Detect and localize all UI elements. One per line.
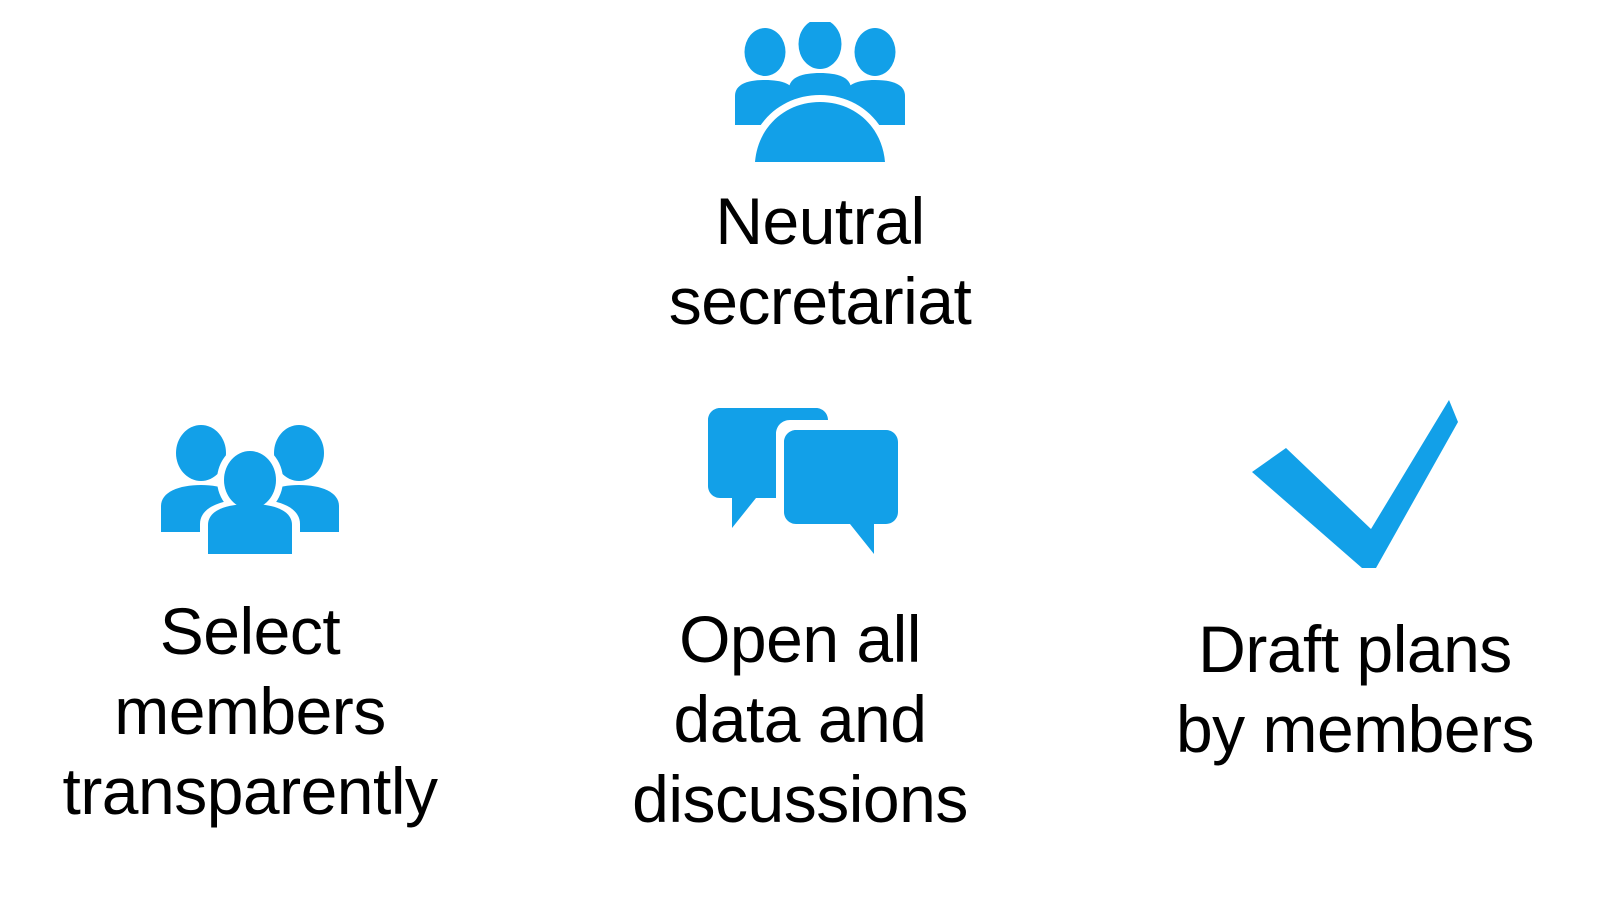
feature-select-members: Select members transparently <box>0 422 500 832</box>
feature-label-select-members: Select members transparently <box>62 594 438 828</box>
feature-draft-plans: Draft plans by members <box>1090 400 1620 770</box>
feature-open-data: Open all data and discussions <box>555 408 1045 840</box>
speech-bubbles-icon <box>698 408 908 564</box>
feature-neutral-secretariat: Neutral secretariat <box>560 19 1080 342</box>
feature-label-draft-plans: Draft plans by members <box>1175 612 1535 766</box>
meeting-table-people-icon <box>726 19 914 162</box>
feature-label-open-data: Open all data and discussions <box>632 602 968 836</box>
checkmark-icon <box>1252 400 1458 568</box>
feature-label-neutral-secretariat: Neutral secretariat <box>668 184 972 338</box>
group-of-people-icon <box>156 422 344 554</box>
